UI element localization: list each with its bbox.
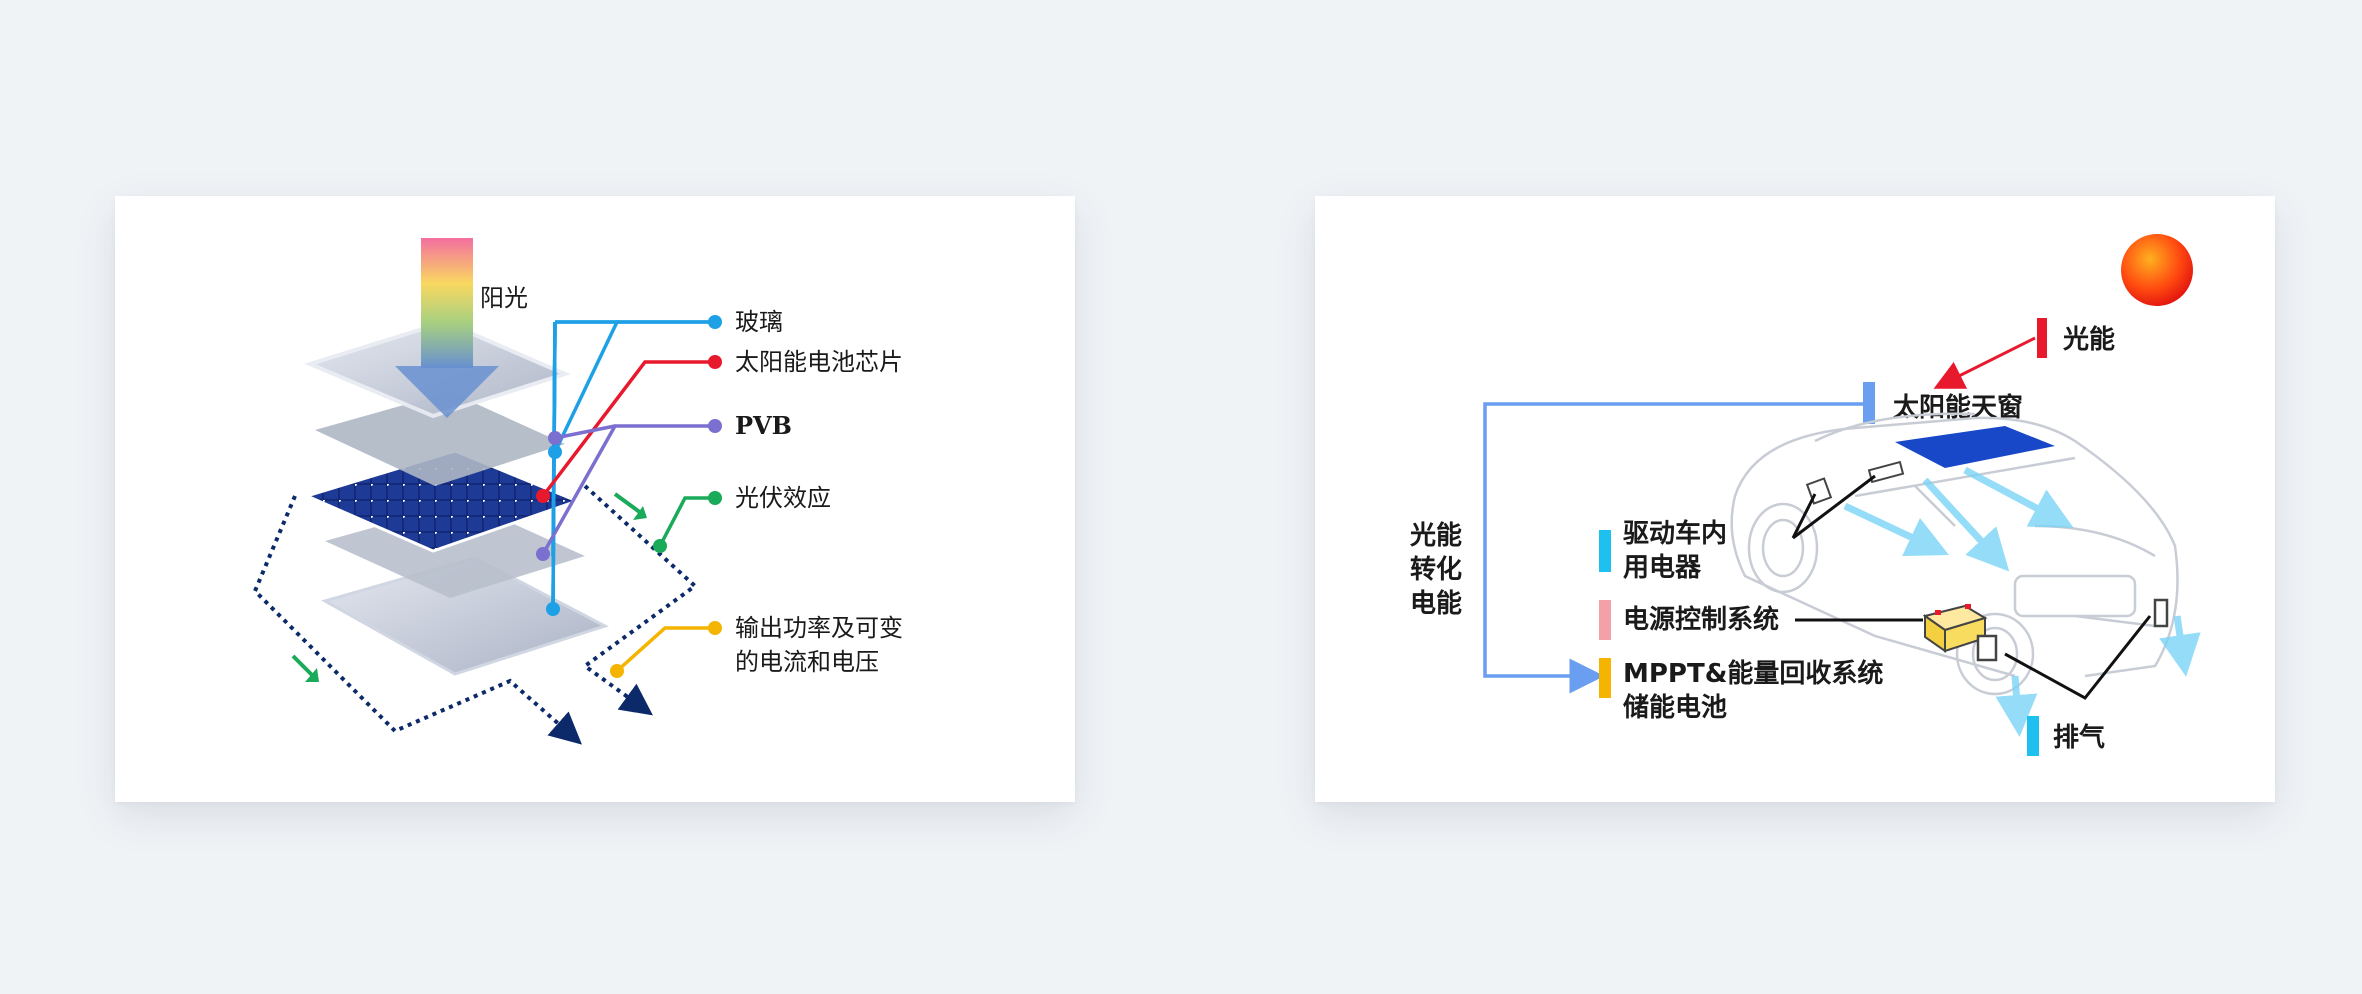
exhaust-device-icon	[1976, 634, 1998, 662]
callout-pvb-end	[536, 547, 550, 561]
callout-pvb-dot	[708, 419, 722, 433]
label-exhaust: 排气	[2053, 722, 2105, 753]
label-conversion-2: 转化	[1410, 555, 1462, 585]
solar-glass-diagram: 阳光	[252, 238, 903, 745]
label-glass: 玻璃	[735, 308, 783, 336]
label-drive-line1: 驱动车内	[1623, 518, 1727, 549]
callout-pv-effect-end	[653, 539, 667, 553]
solar-car-diagram: 光能 太阳能天窗 光能 转化 电能	[1409, 234, 2201, 756]
solar-glass-diagram-card: 阳光	[115, 196, 1075, 802]
light-arrow	[1933, 336, 2036, 389]
label-light-energy: 光能	[2062, 324, 2115, 355]
sunlight-label: 阳光	[480, 284, 528, 312]
label-mppt-line2: 储能电池	[1623, 692, 1727, 723]
callout-output-dot	[708, 621, 722, 635]
label-pvb: PVB	[735, 411, 792, 440]
device-icon	[1867, 460, 1905, 484]
glass-leader-a	[553, 320, 715, 453]
power-control-marker	[1599, 600, 1611, 640]
current-flow-path	[252, 495, 582, 745]
callout-pvb-end2	[548, 431, 562, 445]
label-mppt-line1: MPPT&能量回收系统	[1623, 658, 1883, 689]
pvb-top-layer	[315, 392, 565, 486]
mppt-marker	[1599, 658, 1611, 698]
sun-icon	[2121, 234, 2193, 306]
callout-pvb-branch	[554, 424, 616, 440]
label-pv-effect: 光伏效应	[735, 484, 831, 512]
callout-cell-end	[536, 489, 550, 503]
callout-cell	[541, 360, 715, 498]
solar-roof-panel	[1895, 426, 2055, 468]
green-arrow-icon	[613, 492, 647, 520]
drive-marker	[1599, 530, 1611, 572]
label-conversion-1: 光能	[1409, 520, 1462, 551]
label-drive-line2: 用电器	[1623, 553, 1702, 583]
green-arrow-icon	[291, 654, 319, 682]
exhaust-marker	[2027, 716, 2039, 756]
solar-roof-marker	[1863, 382, 1875, 424]
label-output-line1: 输出功率及可变	[735, 614, 903, 642]
light-energy-marker	[2037, 318, 2047, 358]
callout-glass	[546, 315, 722, 616]
callout-cell-dot	[708, 355, 722, 369]
leader-lines	[1791, 474, 2152, 700]
callout-output-end	[610, 664, 624, 678]
glass-leader-top	[553, 322, 715, 556]
callout-pvb	[541, 424, 715, 555]
sunlight-arrow	[395, 238, 499, 418]
label-output-line2: 的电流和电压	[735, 648, 879, 676]
label-power-control: 电源控制系统	[1623, 604, 1779, 635]
glass-dot-a	[548, 445, 562, 459]
label-solar-cell: 太阳能电池芯片	[735, 348, 903, 376]
callout-pv-effect	[658, 496, 715, 547]
exhaust-device-icon	[2153, 598, 2169, 628]
label-conversion-3: 电能	[1410, 588, 1462, 619]
callout-output	[615, 626, 715, 673]
airflow-arrows	[1843, 466, 2201, 737]
energy-loop-line	[1483, 402, 1863, 694]
solar-car-diagram-card: 光能 太阳能天窗 光能 转化 电能	[1315, 196, 2275, 802]
battery-icon	[1922, 604, 1988, 653]
callout-pv-effect-dot	[708, 491, 722, 505]
current-flow-path-right	[581, 484, 699, 716]
